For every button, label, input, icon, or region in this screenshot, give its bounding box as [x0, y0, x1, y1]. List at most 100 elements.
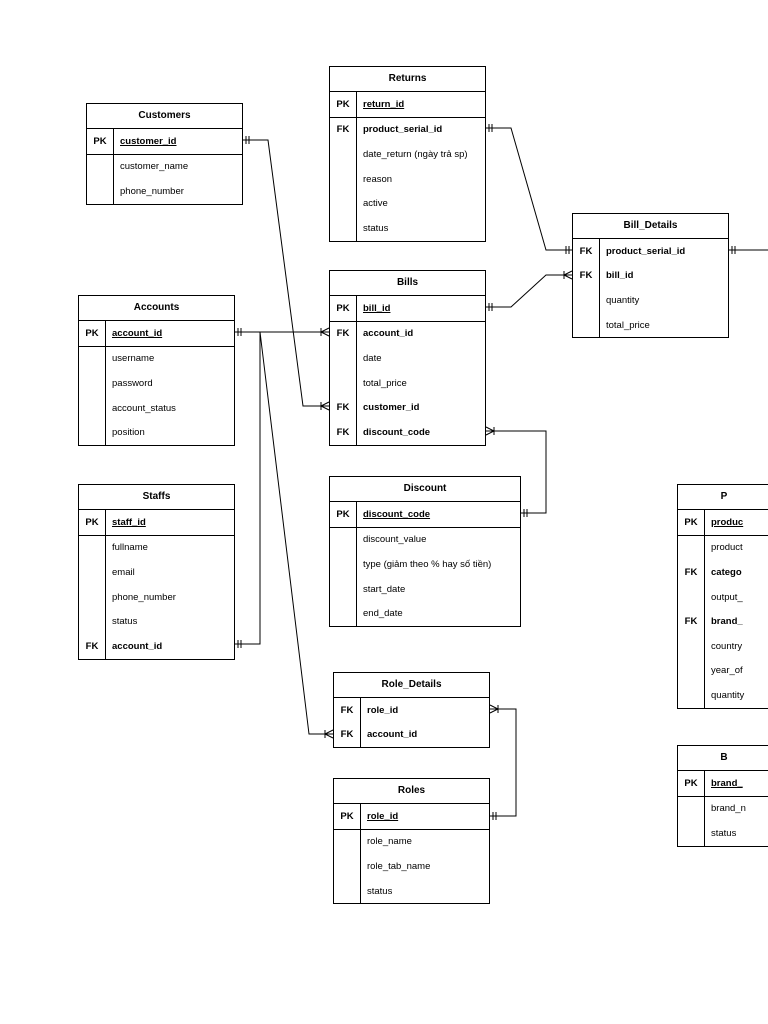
- attribute-name: email: [112, 566, 135, 578]
- attribute-name: role_tab_name: [367, 860, 431, 872]
- attribute-row: position: [79, 420, 234, 445]
- key-marker: PK: [85, 516, 99, 528]
- attribute-row: discount_value: [330, 528, 520, 553]
- attribute-name: product: [711, 542, 743, 554]
- entity-title: Staffs: [79, 485, 234, 510]
- attribute-row: country: [678, 634, 768, 659]
- attribute-name: account_id: [367, 729, 418, 741]
- attribute-row: total_price: [573, 313, 728, 338]
- attribute-name: return_id: [363, 98, 405, 110]
- attribute-row: status: [334, 879, 489, 904]
- attribute-name: role_id: [367, 704, 399, 716]
- attribute-name: bill_id: [363, 302, 391, 314]
- attribute-name: start_date: [363, 583, 406, 595]
- attribute-row: total_price: [330, 371, 485, 396]
- attribute-name: product_serial_id: [363, 124, 443, 136]
- attribute-row: PK account_id: [79, 321, 234, 347]
- attribute-name: reason: [363, 173, 393, 185]
- entity-title: Discount: [330, 477, 520, 502]
- attribute-name: password: [112, 377, 153, 389]
- many-marker: [489, 704, 500, 714]
- attribute-name: year_of: [711, 665, 743, 677]
- attribute-name: discount_value: [363, 534, 427, 546]
- attribute-row: reason: [330, 167, 485, 192]
- key-marker: FK: [684, 566, 698, 578]
- attribute-row: status: [678, 821, 768, 846]
- attribute-row: account_status: [79, 396, 234, 421]
- entity-title: Customers: [87, 104, 242, 129]
- many-marker: [323, 729, 334, 739]
- attribute-name: position: [112, 427, 145, 439]
- attribute-row: role_tab_name: [334, 854, 489, 879]
- attribute-name: output_: [711, 591, 743, 603]
- attribute-name: customer_id: [363, 402, 420, 414]
- attribute-row: active: [330, 191, 485, 216]
- one-marker: [492, 812, 497, 820]
- attribute-name: discount_code: [363, 508, 431, 520]
- attribute-row: product: [678, 536, 768, 561]
- key-marker: PK: [336, 302, 350, 314]
- attribute-name: fullname: [112, 542, 148, 554]
- one-marker: [565, 246, 570, 254]
- one-marker: [237, 328, 242, 336]
- attribute-name: produc: [711, 516, 744, 528]
- key-marker: FK: [340, 704, 354, 716]
- attribute-name: brand_n: [711, 803, 746, 815]
- attribute-row: fullname: [79, 536, 234, 561]
- key-marker: FK: [579, 270, 593, 282]
- attribute-name: quantity: [606, 294, 640, 306]
- attribute-row: end_date: [330, 601, 520, 626]
- key-marker: FK: [336, 124, 350, 136]
- one-marker: [523, 509, 528, 517]
- entity-title: P: [678, 485, 768, 510]
- attribute-row: date_return (ngày trả sp): [330, 142, 485, 167]
- rel-roledetails-roles: [490, 708, 517, 817]
- key-marker: PK: [85, 327, 99, 339]
- key-marker: FK: [336, 426, 350, 438]
- attribute-name: date_return (ngày trả sp): [363, 148, 468, 160]
- attribute-name: type (giảm theo % hay số tiền): [363, 558, 492, 570]
- attribute-name: active: [363, 198, 388, 210]
- key-marker: FK: [85, 640, 99, 652]
- rel-bills-discount: [486, 430, 547, 514]
- attribute-name: account_id: [112, 327, 163, 339]
- attribute-name: account_id: [363, 328, 414, 340]
- attribute-row: output_: [678, 585, 768, 610]
- attribute-row: FK product_serial_id: [330, 118, 485, 143]
- attribute-row: FK role_id: [334, 698, 489, 723]
- entity-title: B: [678, 746, 768, 771]
- one-marker: [488, 124, 493, 132]
- attribute-name: customer_id: [120, 135, 177, 147]
- attribute-name: discount_code: [363, 426, 431, 438]
- attribute-name: status: [711, 827, 737, 839]
- attribute-row: PK bill_id: [330, 296, 485, 322]
- attribute-name: quantity: [711, 689, 745, 701]
- attribute-row: status: [79, 609, 234, 634]
- attribute-row: date: [330, 346, 485, 371]
- one-marker: [488, 303, 493, 311]
- key-marker: PK: [684, 516, 698, 528]
- attribute-name: end_date: [363, 608, 403, 620]
- attribute-name: brand_: [711, 616, 743, 628]
- attribute-row: password: [79, 371, 234, 396]
- attribute-name: status: [367, 885, 393, 897]
- attribute-name: status: [363, 222, 389, 234]
- attribute-name: product_serial_id: [606, 245, 686, 257]
- entity-title: Role_Details: [334, 673, 489, 698]
- attribute-name: date: [363, 352, 382, 364]
